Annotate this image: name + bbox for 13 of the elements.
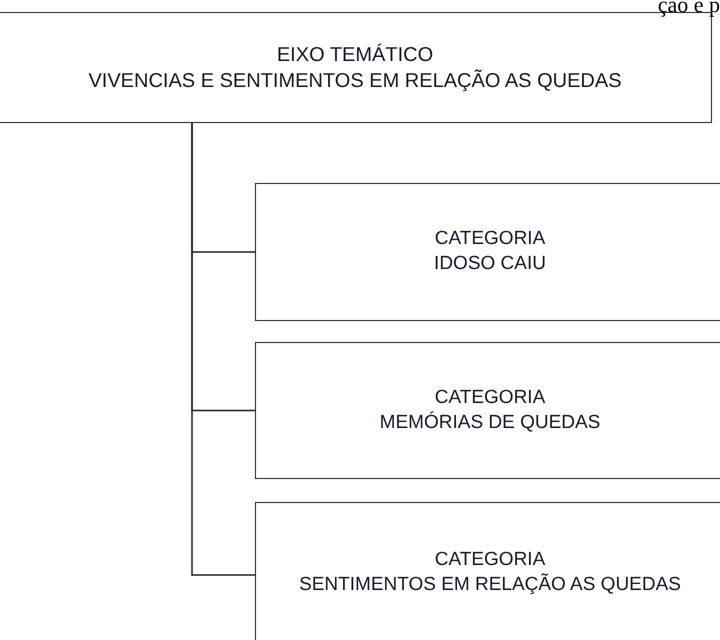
- box-heading: CATEGORIA: [434, 548, 546, 572]
- page-text-fragment: ção e p: [658, 0, 720, 18]
- category-box: [255, 183, 720, 321]
- box-title: SENTIMENTOS EM RELAÇÃO AS QUEDAS: [299, 573, 681, 597]
- box-title: VIVENCIAS E SENTIMENTOS EM RELAÇÃO AS QUEDAS: [88, 68, 622, 94]
- box-title: MEMÓRIAS DE QUEDAS: [380, 410, 600, 434]
- box-heading: CATEGORIA: [434, 227, 546, 252]
- box-heading: CATEGORIA: [434, 386, 546, 410]
- connector-line: [191, 123, 255, 576]
- box-heading: EIXO TEMÁTICO: [276, 42, 434, 68]
- box-title: IDOSO CAIU: [434, 252, 546, 276]
- category-box: [255, 502, 720, 640]
- category-box: [255, 342, 720, 479]
